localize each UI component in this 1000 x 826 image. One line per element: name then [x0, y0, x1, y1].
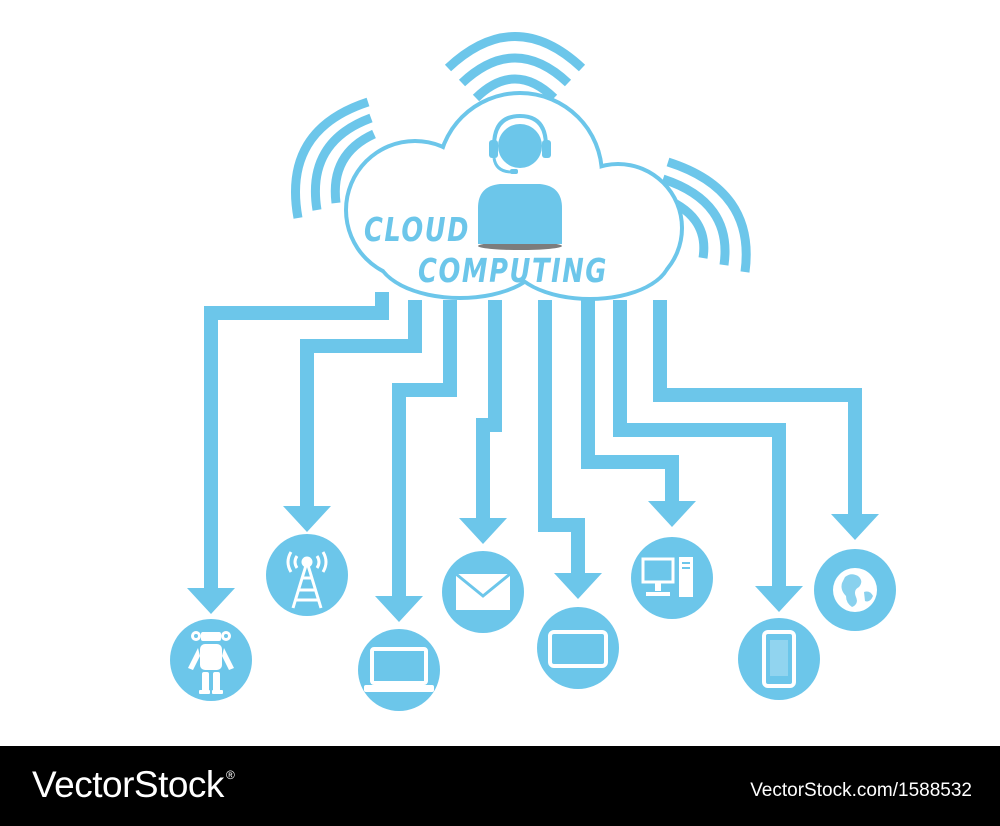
diagram-canvas: CLOUD COMPUTING: [170, 32, 896, 711]
arrow-to-phone-icon: [755, 586, 803, 612]
footer-bar: VectorStock® VectorStock.com/1588532: [0, 746, 1000, 826]
device-robot: [170, 619, 252, 701]
desktop-computer-icon: [641, 557, 693, 597]
footer-brand: VectorStock®: [32, 764, 235, 806]
globe-icon: [833, 568, 877, 612]
brand-registered-mark: ®: [225, 768, 235, 782]
support-agent-headset-icon: [478, 113, 562, 250]
brand-name: VectorStock: [32, 764, 224, 805]
connector-lines: [204, 292, 862, 600]
device-email: [442, 551, 524, 633]
device-globe: [814, 549, 896, 631]
arrow-to-tablet-icon: [554, 573, 602, 599]
antenna-tower-icon: [286, 551, 328, 609]
wifi-signal-top-icon: [444, 32, 586, 102]
envelope-icon: [455, 572, 511, 610]
device-laptop: [358, 629, 440, 711]
arrow-to-laptop-icon: [375, 596, 423, 622]
device-phone: [738, 618, 820, 700]
arrow-to-desktop-icon: [648, 501, 696, 527]
arrow-to-antenna-icon: [283, 506, 331, 532]
cloud-title-line2: COMPUTING: [418, 251, 608, 290]
robot-icon: [188, 631, 234, 694]
arrow-to-globe-icon: [831, 514, 879, 540]
cloud-title-line1: CLOUD: [364, 210, 470, 249]
device-antenna: [266, 534, 348, 616]
tablet-icon: [548, 630, 608, 668]
device-desktop: [631, 537, 713, 619]
arrow-to-email-icon: [459, 518, 507, 544]
smartphone-icon: [762, 630, 796, 688]
arrow-to-robot-icon: [187, 588, 235, 614]
connector-arrowheads: [187, 501, 879, 622]
laptop-icon: [364, 647, 434, 692]
device-tablet: [537, 607, 619, 689]
footer-image-id: VectorStock.com/1588532: [750, 780, 972, 801]
wifi-signal-left-icon: [290, 97, 376, 219]
